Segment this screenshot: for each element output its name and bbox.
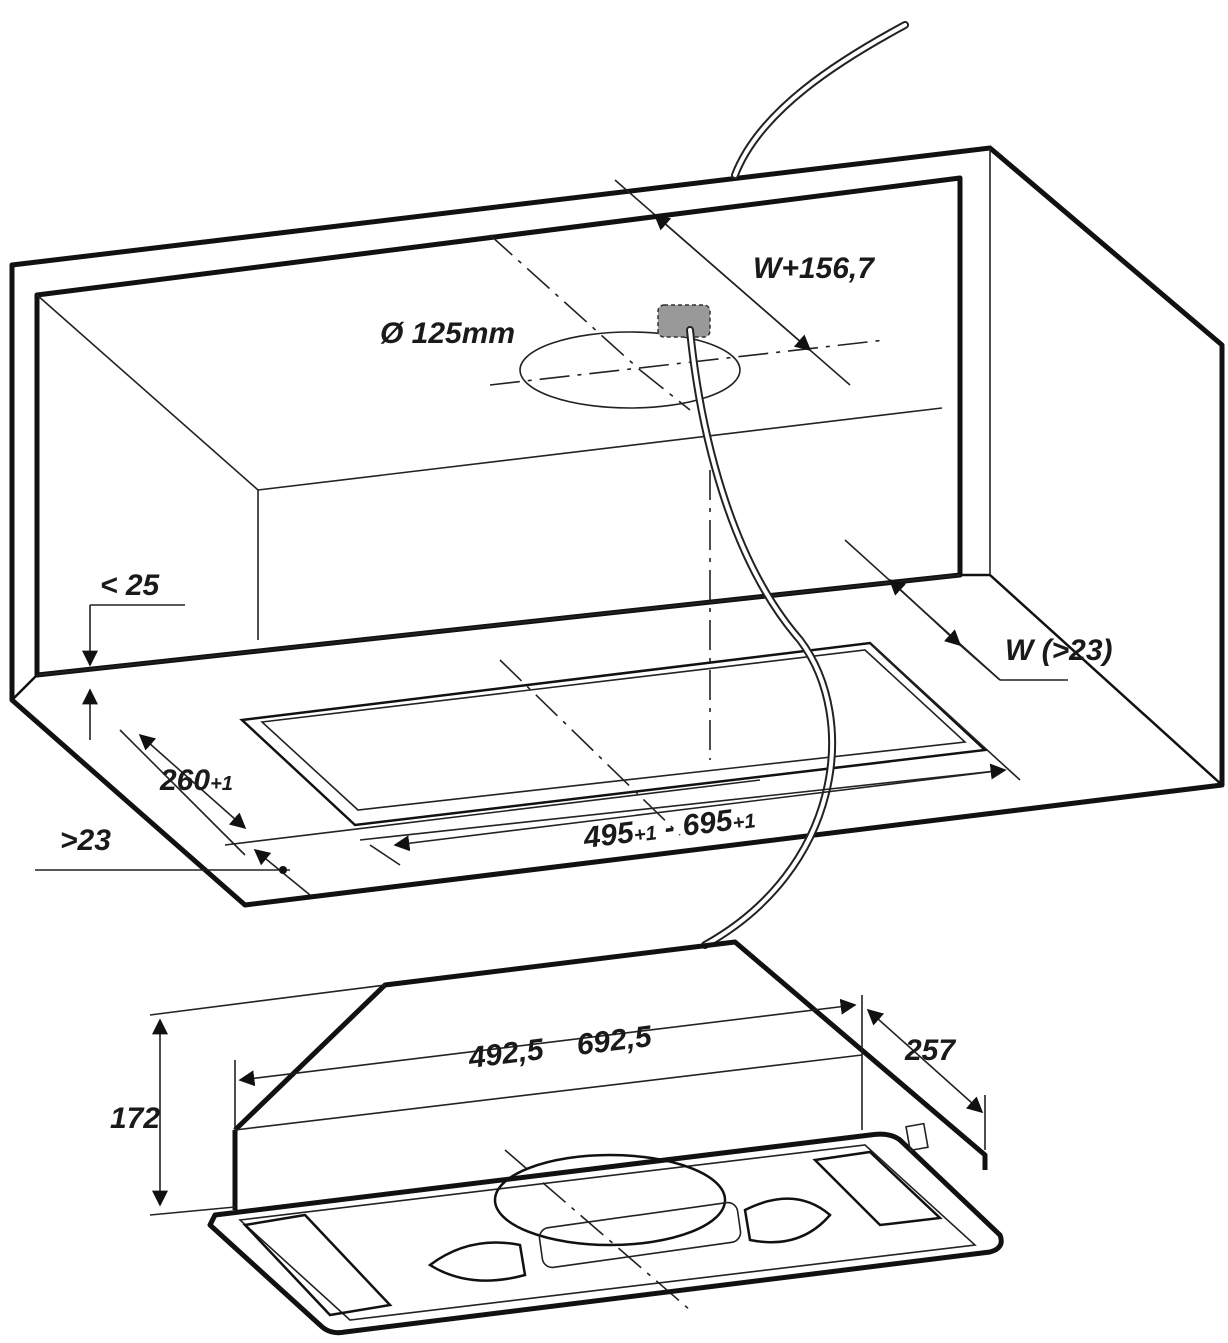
- inner-edge: [257, 407, 943, 491]
- label-max-recess: < 25: [100, 569, 161, 602]
- label-cutout-width: 495+1 - 695+1: [581, 801, 757, 855]
- label-unit-height: 172: [110, 1102, 160, 1135]
- unit-dimensions: [149, 984, 986, 1216]
- label-cutout-depth: 260+1: [159, 764, 233, 797]
- lamp-bar: [538, 1201, 742, 1269]
- cable-grommet: [657, 304, 711, 338]
- switch: [905, 1122, 929, 1152]
- right-bulb: [743, 1197, 832, 1244]
- hood-base-plate: [207, 1131, 1004, 1336]
- cutout-inner: [260, 649, 967, 811]
- cabinet: [9, 145, 1225, 908]
- cutout-opening: [239, 641, 988, 827]
- right-filter: [812, 1150, 943, 1227]
- cabinet-dimensions: [35, 179, 1068, 896]
- cabinet-edge: [989, 574, 1223, 786]
- duct-hole: [519, 331, 741, 409]
- label-wall-offset: W+156,7: [753, 252, 875, 285]
- cabinet-edge: [11, 674, 38, 701]
- label-min-front: >23: [60, 824, 111, 857]
- inner-edge: [36, 574, 961, 676]
- label-wall-thickness: W (>23): [1005, 634, 1113, 667]
- hood-unit: [207, 939, 1004, 1336]
- label-unit-width-min: 492,5: [466, 1033, 547, 1075]
- left-bulb: [427, 1241, 527, 1282]
- label-duct-diameter: Ø 125mm: [380, 317, 515, 350]
- left-filter: [242, 1213, 393, 1317]
- label-unit-width-max: 692,5: [575, 1020, 655, 1062]
- power-cable: [686, 21, 909, 949]
- label-unit-depth: 257: [904, 1034, 956, 1067]
- motor-housing: [493, 1153, 727, 1247]
- inner-edge: [36, 294, 259, 491]
